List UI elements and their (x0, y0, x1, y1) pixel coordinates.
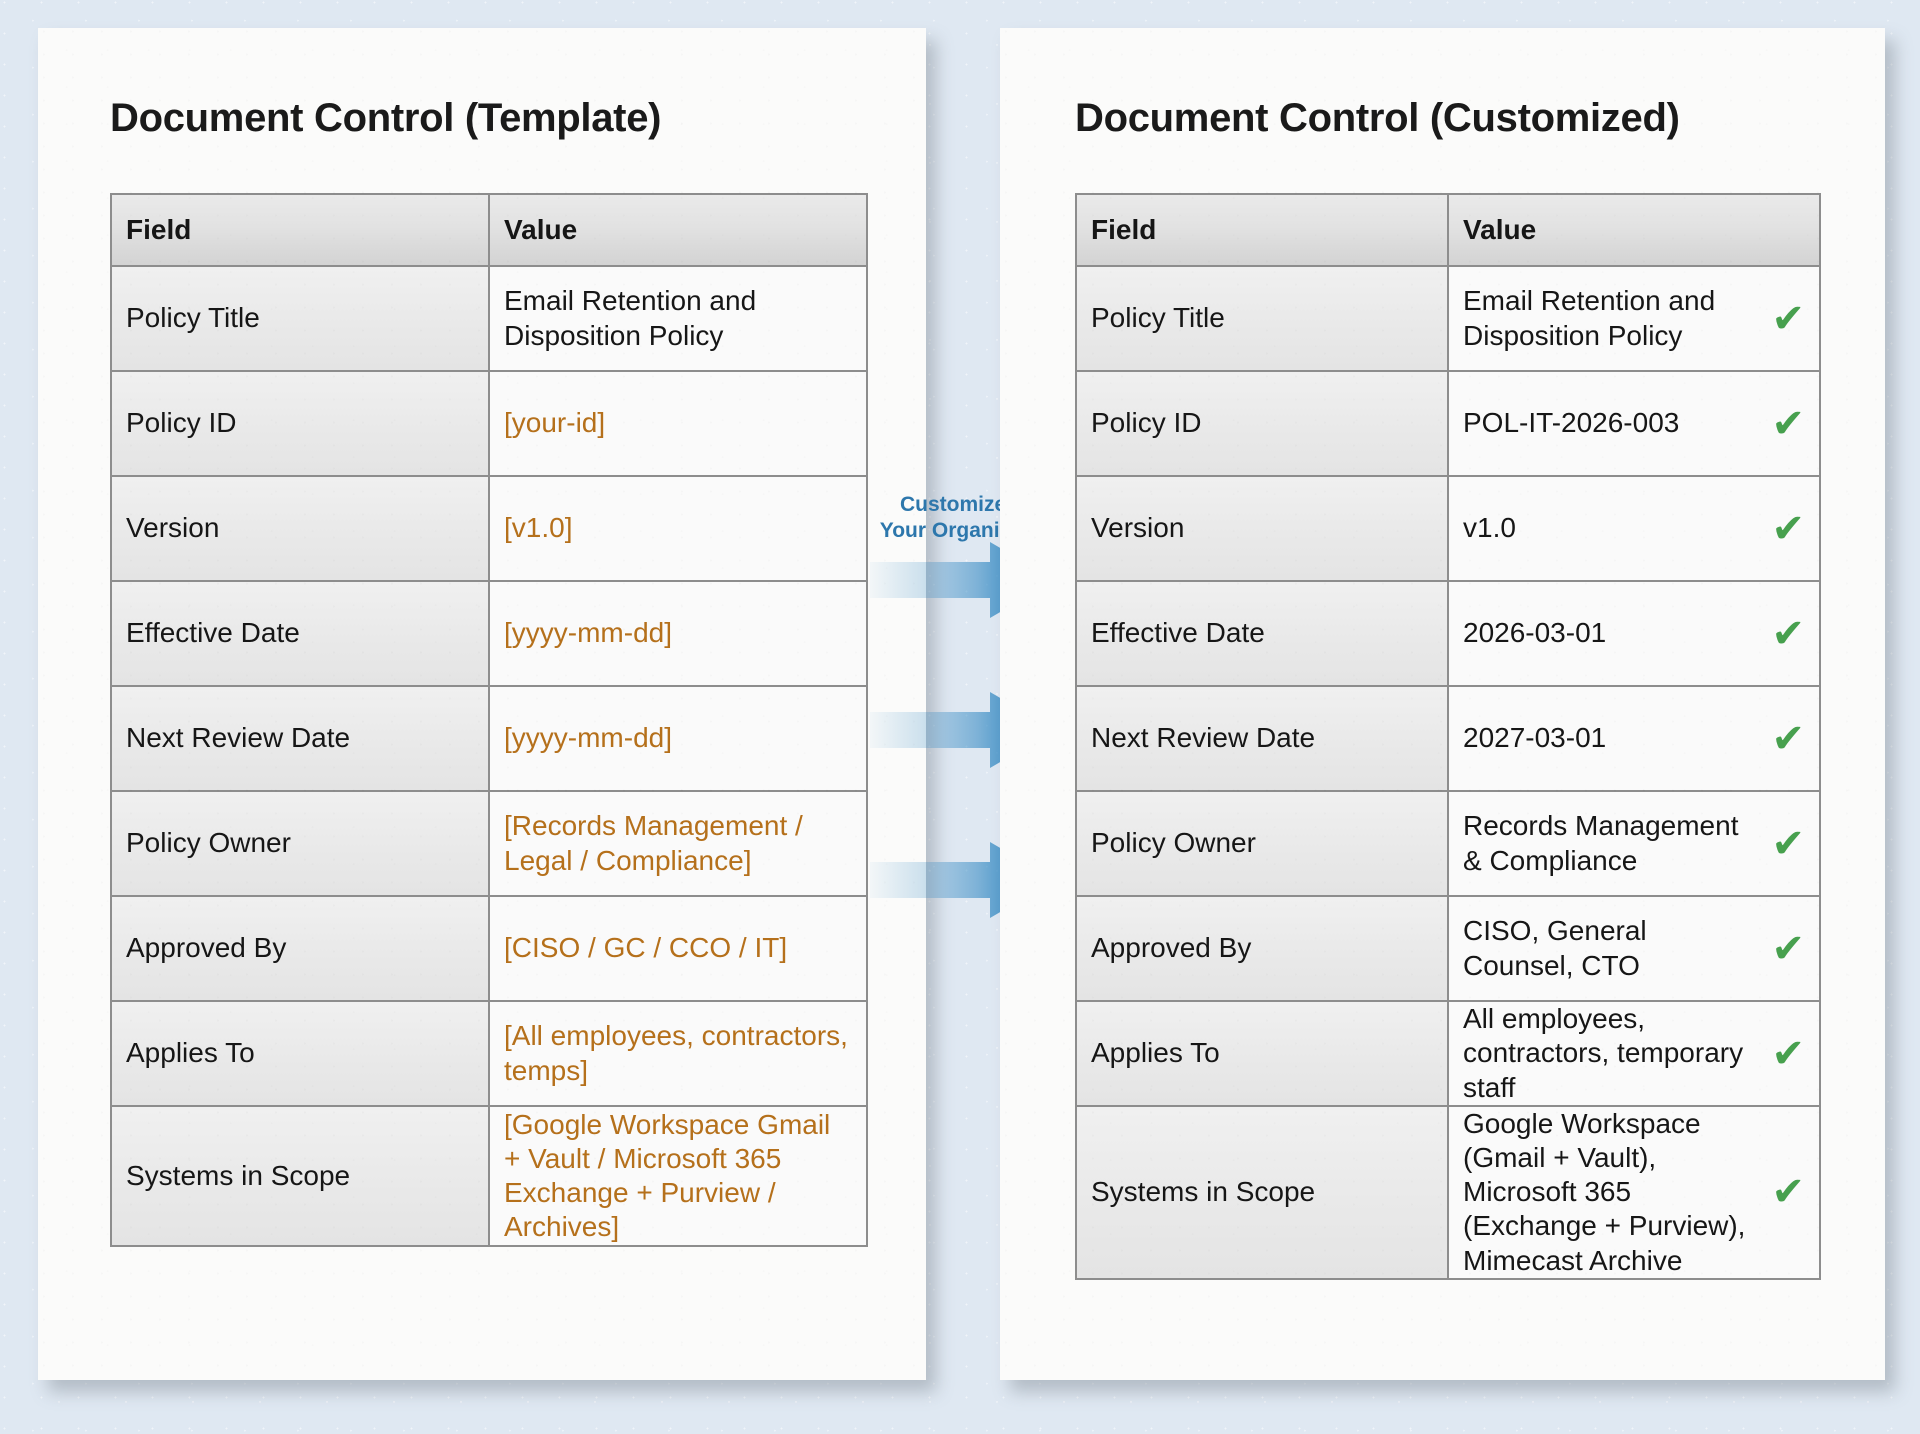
customized-panel: Document Control (Customized) Field Valu… (1000, 28, 1885, 1380)
row-value-cell: POL-IT-2026-003 ✔ (1447, 370, 1821, 477)
row-field-label: Applies To (1075, 1000, 1449, 1107)
row-placeholder-value: [CISO / GC / CCO / IT] (488, 895, 868, 1002)
column-header-field: Field (1075, 193, 1449, 267)
row-placeholder-value: [yyyy-mm-dd] (488, 685, 868, 792)
check-icon: ✔ (1771, 820, 1805, 867)
table-row: Effective Date 2026-03-01 ✔ (1075, 580, 1821, 687)
table-row: Policy ID POL-IT-2026-003 ✔ (1075, 370, 1821, 477)
row-field-label: Policy Title (110, 265, 490, 372)
row-field-label: Version (110, 475, 490, 582)
customized-panel-title: Document Control (Customized) (1075, 96, 1680, 140)
row-field-label: Systems in Scope (110, 1105, 490, 1247)
row-placeholder-value: [All employees, contractors, temps] (488, 1000, 868, 1107)
row-value: Records Management & Compliance (1463, 810, 1739, 876)
row-value-wrapper: v1.0✔ (1463, 509, 1805, 549)
row-placeholder-value: [yyyy-mm-dd] (488, 580, 868, 687)
row-value-cell: CISO, General Counsel, CTO ✔ (1447, 895, 1821, 1002)
row-field-label: Systems in Scope (1075, 1105, 1449, 1280)
table-row: Next Review Date 2027-03-01 ✔ (1075, 685, 1821, 792)
row-value: Email Retention and Disposition Policy (488, 265, 868, 372)
check-icon: ✔ (1771, 295, 1805, 342)
row-value: POL-IT-2026-003 (1463, 407, 1680, 439)
row-field-label: Policy ID (110, 370, 490, 477)
row-value-wrapper: POL-IT-2026-003✔ (1463, 404, 1805, 444)
row-field-label: Policy Title (1075, 265, 1449, 372)
row-field-label: Applies To (110, 1000, 490, 1107)
row-value-cell: 2027-03-01 ✔ (1447, 685, 1821, 792)
check-icon: ✔ (1771, 505, 1805, 552)
row-value-wrapper: Email Retention and Disposition Policy ✔ (1463, 284, 1805, 352)
check-icon: ✔ (1771, 1030, 1805, 1077)
table-row: Approved By[CISO / GC / CCO / IT] (110, 895, 868, 1002)
row-field-label: Effective Date (110, 580, 490, 687)
template-panel: Document Control (Template) Field Value … (38, 28, 926, 1380)
table-row: Policy Owner[Records Management / Legal … (110, 790, 868, 897)
row-value: v1.0 (1463, 512, 1516, 544)
column-header-field: Field (110, 193, 490, 267)
table-row: Systems in Scope[Google Workspace Gmail … (110, 1105, 868, 1247)
row-value-wrapper: Google Workspace (Gmail + Vault), Micros… (1463, 1107, 1805, 1278)
row-value: Google Workspace (Gmail + Vault), Micros… (1463, 1108, 1746, 1276)
row-value: All employees, contractors, temporary st… (1463, 1003, 1744, 1103)
table-row: Policy ID[your-id] (110, 370, 868, 477)
column-header-value: Value (488, 193, 868, 267)
table-row: Next Review Date[yyyy-mm-dd] (110, 685, 868, 792)
row-value: 2026-03-01 (1463, 617, 1607, 649)
check-icon: ✔ (1771, 715, 1805, 762)
row-value-wrapper: CISO, General Counsel, CTO ✔ (1463, 914, 1805, 982)
row-placeholder-value: [Records Management / Legal / Compliance… (488, 790, 868, 897)
table-header-row: Field Value (1075, 193, 1821, 267)
row-field-label: Approved By (1075, 895, 1449, 1002)
table-row: Version v1.0 ✔ (1075, 475, 1821, 582)
row-value-cell: All employees, contractors, temporary st… (1447, 1000, 1821, 1107)
row-value: CISO, General Counsel, CTO (1463, 915, 1647, 981)
table-row: Effective Date[yyyy-mm-dd] (110, 580, 868, 687)
row-value-cell: Records Management & Compliance ✔ (1447, 790, 1821, 897)
row-placeholder-value: [v1.0] (488, 475, 868, 582)
row-field-label: Next Review Date (110, 685, 490, 792)
check-icon: ✔ (1771, 1169, 1805, 1216)
table-row: Version[v1.0] (110, 475, 868, 582)
row-field-label: Effective Date (1075, 580, 1449, 687)
table-header-row: Field Value (110, 193, 868, 267)
row-value-cell: Google Workspace (Gmail + Vault), Micros… (1447, 1105, 1821, 1280)
row-field-label: Version (1075, 475, 1449, 582)
row-value: 2027-03-01 (1463, 722, 1607, 754)
row-placeholder-value: [your-id] (488, 370, 868, 477)
row-value-cell: 2026-03-01 ✔ (1447, 580, 1821, 687)
row-placeholder-value: [Google Workspace Gmail + Vault / Micros… (488, 1105, 868, 1247)
row-value-cell: Email Retention and Disposition Policy ✔ (1447, 265, 1821, 372)
row-value-wrapper: 2027-03-01✔ (1463, 719, 1805, 759)
row-field-label: Policy Owner (110, 790, 490, 897)
row-field-label: Approved By (110, 895, 490, 1002)
check-icon: ✔ (1771, 610, 1805, 657)
row-value: Email Retention and Disposition Policy (1463, 285, 1716, 351)
row-value-wrapper: Records Management & Compliance ✔ (1463, 809, 1805, 877)
row-field-label: Policy Owner (1075, 790, 1449, 897)
table-row: Applies To[All employees, contractors, t… (110, 1000, 868, 1107)
template-panel-title: Document Control (Template) (110, 96, 662, 140)
column-header-value: Value (1447, 193, 1821, 267)
row-value-cell: v1.0 ✔ (1447, 475, 1821, 582)
row-value-wrapper: 2026-03-01✔ (1463, 614, 1805, 654)
row-field-label: Next Review Date (1075, 685, 1449, 792)
row-field-label: Policy ID (1075, 370, 1449, 477)
check-icon: ✔ (1771, 925, 1805, 972)
row-value-wrapper: All employees, contractors, temporary st… (1463, 1002, 1805, 1104)
check-icon: ✔ (1771, 400, 1805, 447)
